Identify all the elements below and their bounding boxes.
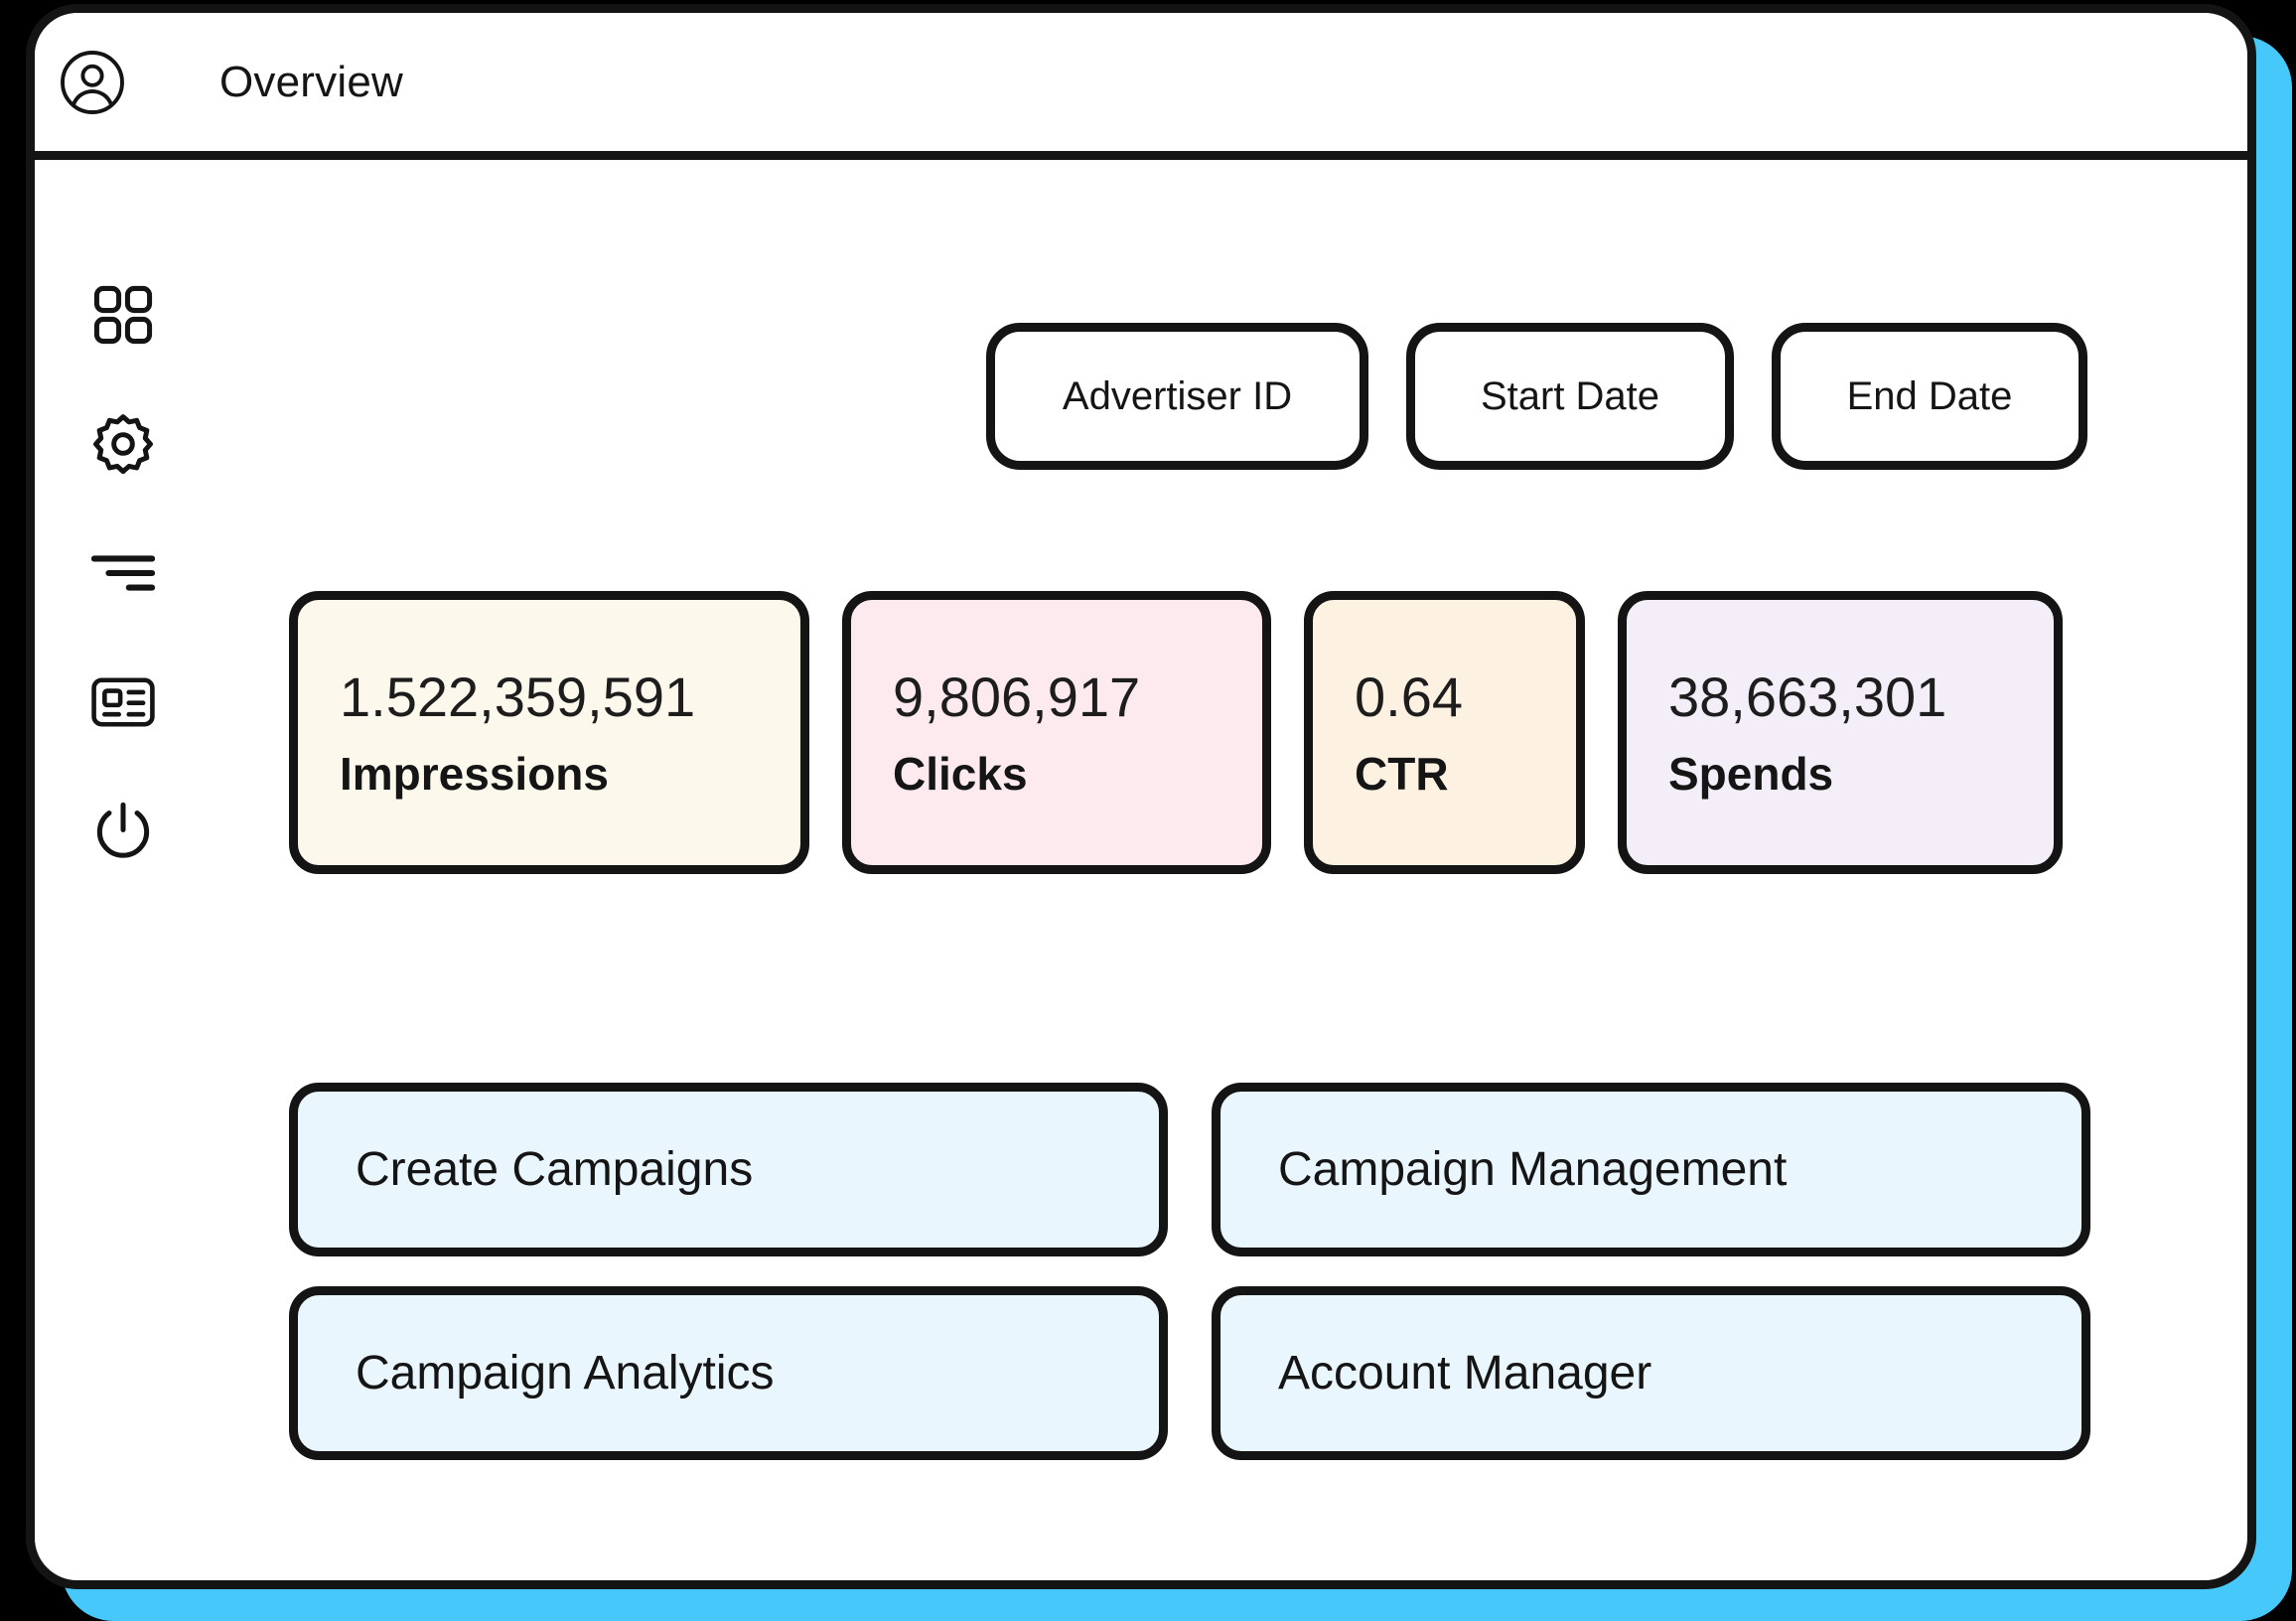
kpi-label: Clicks	[893, 747, 1028, 800]
power-icon	[93, 801, 153, 862]
kpi-card-impressions[interactable]: 1.522,359,591 Impressions	[289, 591, 809, 874]
action-account-manager[interactable]: Account Manager	[1212, 1286, 2090, 1460]
sidebar-nav	[35, 169, 212, 1580]
kpi-card-row: 1.522,359,591 Impressions 9,806,917 Clic…	[289, 591, 2063, 874]
grid-icon	[92, 284, 154, 346]
sidebar-item-filters[interactable]	[86, 536, 160, 610]
app-header: Overview	[35, 13, 2247, 160]
quick-action-grid: Create Campaigns Campaign Management Cam…	[289, 1083, 2090, 1460]
gear-icon	[91, 412, 155, 476]
kpi-value: 0.64	[1355, 664, 1463, 728]
user-circle-icon[interactable]	[57, 47, 128, 118]
kpi-label: Spends	[1668, 747, 1834, 800]
page-title: Overview	[219, 57, 403, 106]
filter-start-date[interactable]: Start Date	[1406, 323, 1734, 470]
kpi-value: 38,663,301	[1668, 664, 1947, 728]
id-card-icon	[90, 676, 156, 728]
kpi-label: CTR	[1355, 747, 1449, 800]
sidebar-item-logout[interactable]	[86, 795, 160, 868]
sidebar-item-dashboard[interactable]	[86, 278, 160, 352]
action-create-campaigns[interactable]: Create Campaigns	[289, 1083, 1168, 1256]
kpi-card-spends[interactable]: 38,663,301 Spends	[1618, 591, 2063, 874]
kpi-value: 9,806,917	[893, 664, 1141, 728]
kpi-value: 1.522,359,591	[340, 664, 696, 728]
kpi-card-clicks[interactable]: 9,806,917 Clicks	[842, 591, 1271, 874]
filter-end-date[interactable]: End Date	[1772, 323, 2087, 470]
sidebar-item-settings[interactable]	[86, 407, 160, 481]
action-campaign-analytics[interactable]: Campaign Analytics	[289, 1286, 1168, 1460]
sidebar-item-accounts[interactable]	[86, 665, 160, 739]
app-window: Overview	[26, 4, 2256, 1589]
kpi-card-ctr[interactable]: 0.64 CTR	[1304, 591, 1585, 874]
kpi-label: Impressions	[340, 747, 609, 800]
filter-bar: Advertiser ID Start Date End Date	[986, 323, 2087, 470]
main-content: Advertiser ID Start Date End Date 1.522,…	[212, 169, 2247, 1580]
filter-lines-icon	[91, 551, 155, 595]
action-campaign-management[interactable]: Campaign Management	[1212, 1083, 2090, 1256]
filter-advertiser-id[interactable]: Advertiser ID	[986, 323, 1368, 470]
